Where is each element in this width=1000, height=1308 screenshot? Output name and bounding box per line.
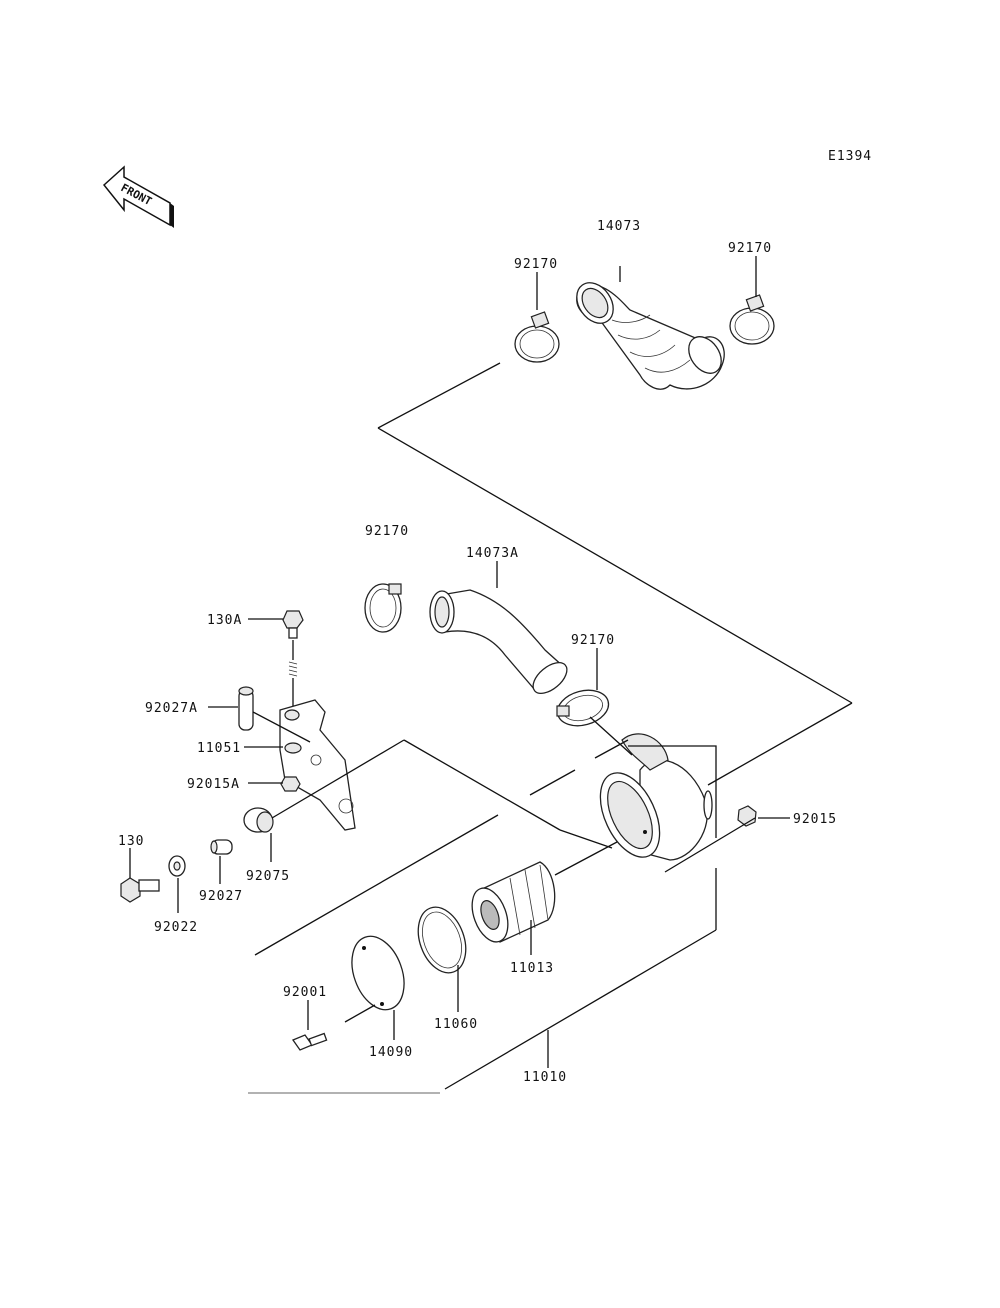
label-92015a: 92015A (187, 777, 240, 792)
nut-92015a[interactable] (280, 776, 301, 792)
filter-element-11013[interactable] (465, 861, 556, 947)
hose-clamp-92170-mid-right[interactable] (553, 685, 612, 731)
hose-clamp-92170-left[interactable] (514, 311, 560, 363)
label-130: 130 (118, 834, 144, 849)
wing-bolt-92001[interactable] (292, 1032, 328, 1051)
hose-clamp-92170-right[interactable] (729, 294, 775, 345)
gasket-11060[interactable] (410, 901, 475, 980)
leader-lines (129, 256, 853, 1094)
bolt-130[interactable] (120, 877, 160, 903)
intake-duct-14073[interactable] (569, 276, 728, 390)
air-cleaner-housing[interactable] (588, 733, 713, 866)
label-92170-d: 92170 (571, 633, 615, 648)
label-92170-b: 92170 (728, 241, 772, 256)
bracket-11051[interactable] (279, 699, 356, 831)
collar-92027[interactable] (210, 839, 233, 855)
label-14073a: 14073A (466, 546, 519, 561)
label-92075: 92075 (246, 869, 290, 884)
cover-14090[interactable] (342, 929, 413, 1017)
nut-92015[interactable] (737, 805, 757, 827)
label-92022: 92022 (154, 920, 198, 935)
label-14073: 14073 (597, 219, 641, 234)
label-92170-a: 92170 (514, 257, 558, 272)
label-14090: 14090 (369, 1045, 413, 1060)
label-92027a: 92027A (145, 701, 198, 716)
label-92170-c: 92170 (365, 524, 409, 539)
grommet-92075[interactable] (243, 807, 274, 833)
hose-clamp-92170-mid-left[interactable] (364, 583, 402, 633)
label-92015: 92015 (793, 812, 837, 827)
bolt-130a[interactable] (282, 610, 304, 639)
collar-92027a[interactable] (238, 686, 254, 731)
spring-130a-thread (288, 661, 298, 677)
front-arrow-icon: FRONT (102, 165, 174, 228)
label-92027: 92027 (199, 889, 243, 904)
label-11013: 11013 (510, 961, 554, 976)
label-11051: 11051 (197, 741, 241, 756)
intake-duct-14073a[interactable] (429, 589, 572, 699)
label-11060: 11060 (434, 1017, 478, 1032)
diagram-code: E1394 (828, 149, 872, 164)
label-130a: 130A (207, 613, 242, 628)
label-92001: 92001 (283, 985, 327, 1000)
washer-92022[interactable] (168, 855, 186, 877)
label-11010: 11010 (523, 1070, 567, 1085)
